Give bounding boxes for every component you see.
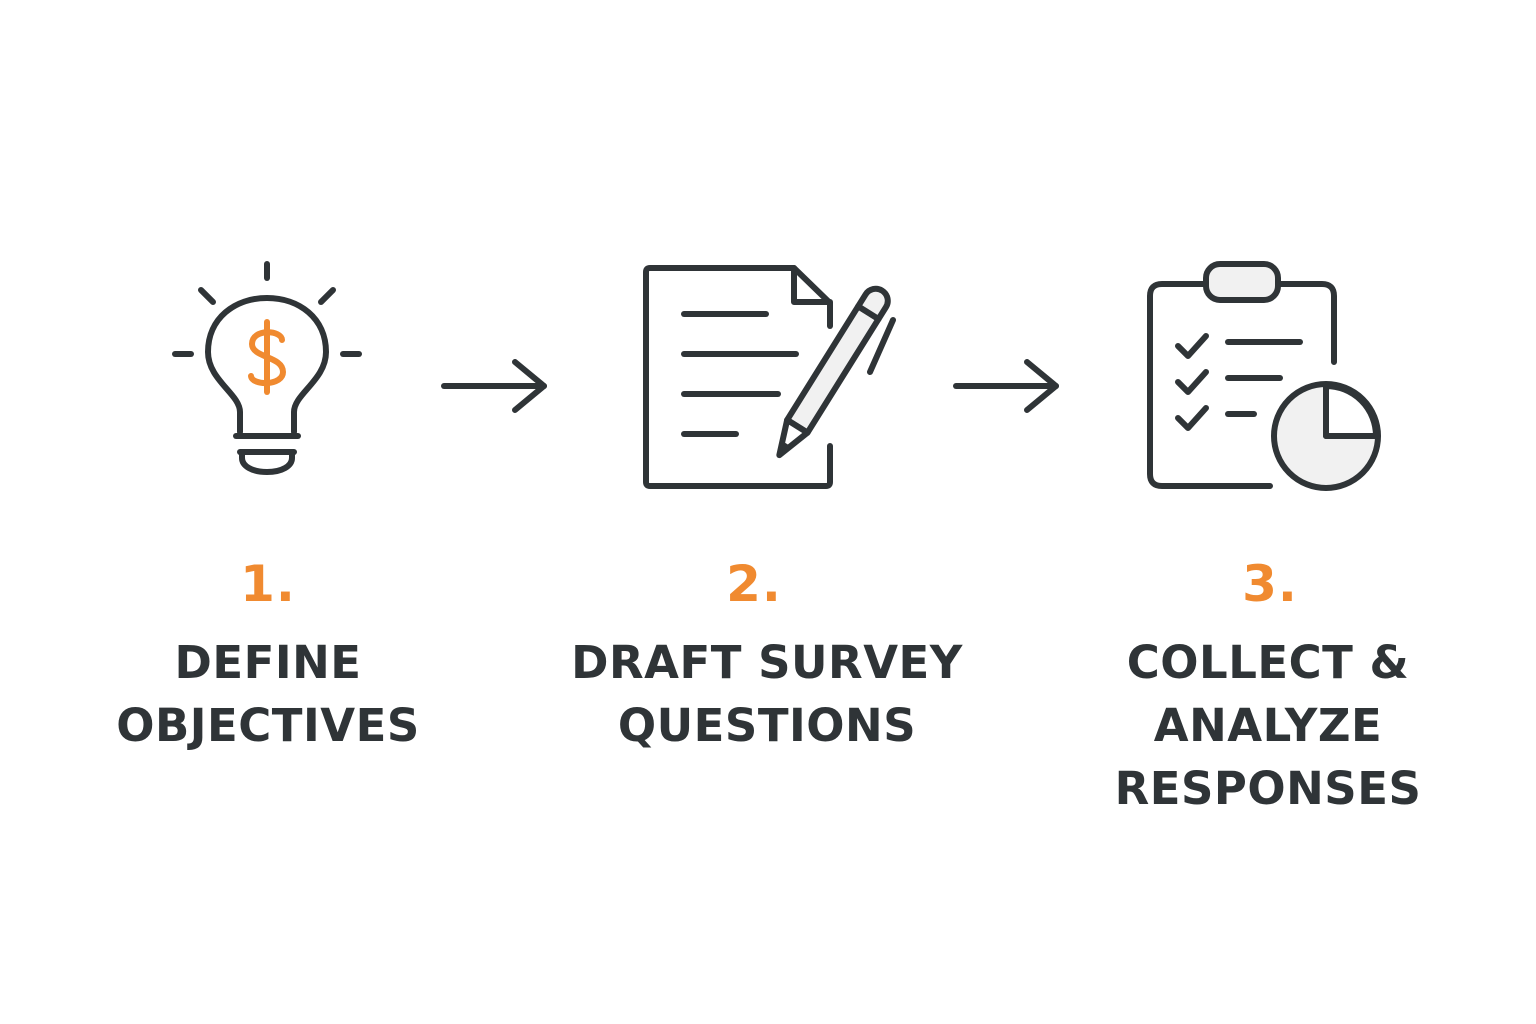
document-pencil-icon xyxy=(643,265,896,489)
step-2-label: DRAFT SURVEY QUESTIONS xyxy=(537,631,997,757)
step-3-label-line: RESPONSES xyxy=(1114,762,1422,815)
step-2-number: 2. xyxy=(726,555,782,613)
step-1-label: DEFINE OBJECTIVES xyxy=(38,631,498,757)
step-1-label-line: DEFINE xyxy=(174,636,362,689)
step-3-label-line: ANALYZE xyxy=(1153,699,1383,752)
right-arrow-icon xyxy=(953,359,1059,413)
step-3-label-line: COLLECT & xyxy=(1126,636,1410,689)
step-3-number: 3. xyxy=(1242,555,1298,613)
clipboard-chart-icon xyxy=(1147,261,1381,491)
step-3-label: COLLECT & ANALYZE RESPONSES xyxy=(1038,631,1498,820)
step-1-label-line: OBJECTIVES xyxy=(116,699,420,752)
step-2-label-line: QUESTIONS xyxy=(617,699,917,752)
step-2-label-line: DRAFT SURVEY xyxy=(571,636,963,689)
right-arrow-icon xyxy=(441,359,547,413)
step-1-number: 1. xyxy=(240,555,296,613)
lightbulb-dollar-icon xyxy=(172,261,362,475)
